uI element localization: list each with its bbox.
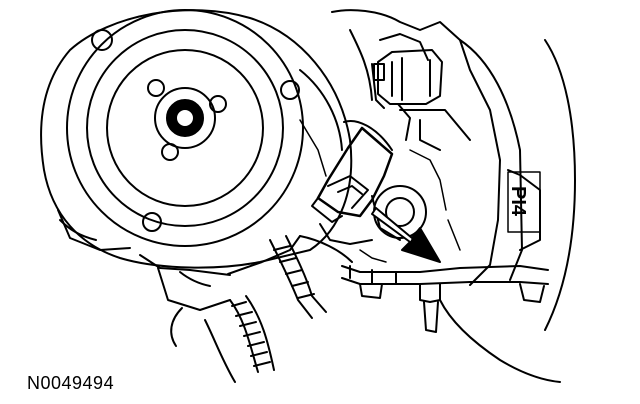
compressor-bracket [57,209,301,311]
lower-flange [341,265,561,383]
engine-block [331,9,576,331]
engine-stamp: PI4 [507,171,541,233]
callout-arrow [371,207,441,263]
figure-id-label: N0049494 [27,373,115,393]
wiring-harness [170,235,353,383]
sensor-connector [311,120,394,245]
upper-sensor [371,49,443,141]
ac-compressor-pulley [40,9,353,269]
detail-lines [299,119,461,263]
svg-text:PI4: PI4 [507,186,529,217]
